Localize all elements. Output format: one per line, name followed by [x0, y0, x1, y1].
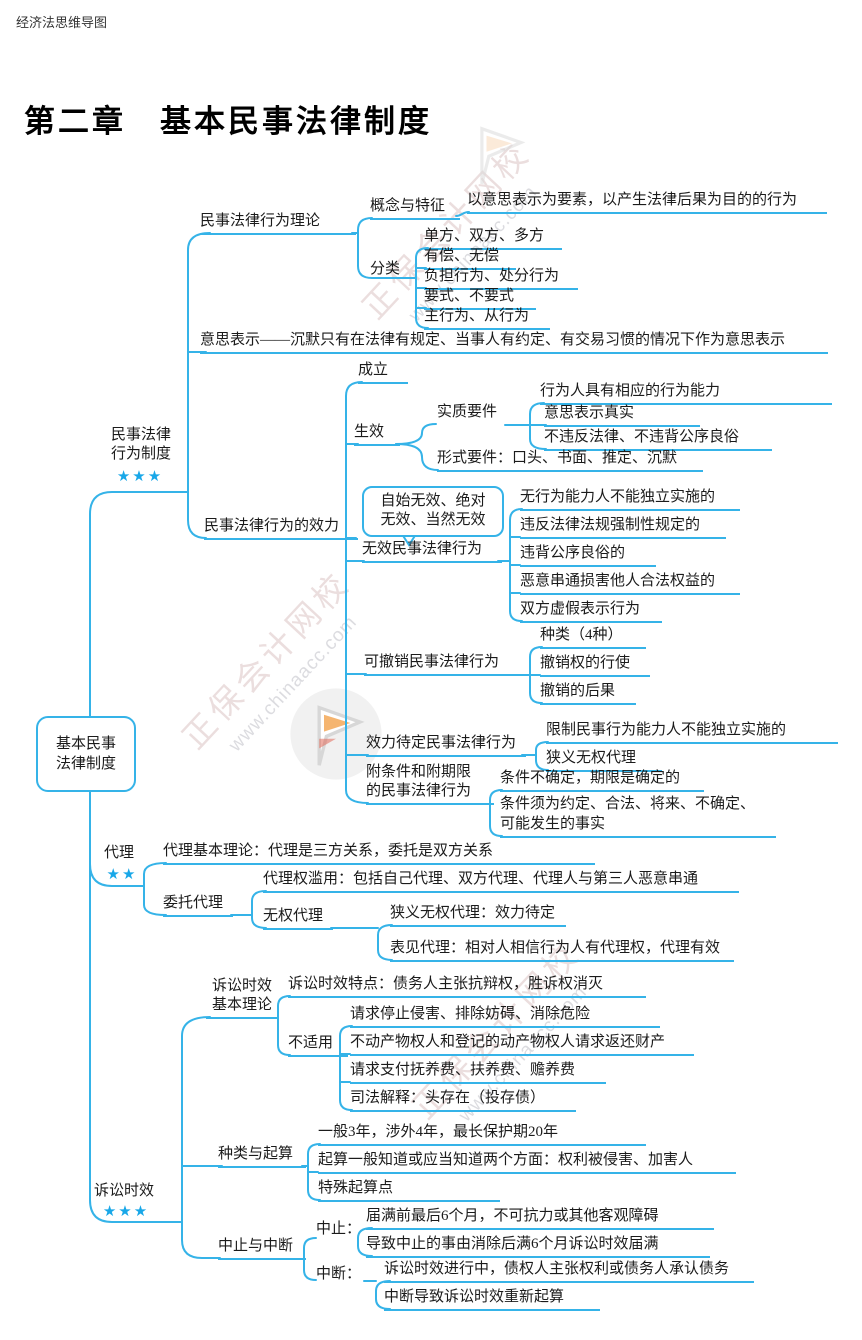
node-agency-basics: 代理基本理论：代理是三方关系，委托是双方关系 [163, 843, 595, 865]
node-na-1: 请求停止侵害、排除妨碍、消除危险 [350, 1006, 660, 1028]
node-narrow-unauthorized: 狭义无权代理：效力待定 [390, 905, 566, 927]
node-interruption-2: 中断导致诉讼时效重新起算 [384, 1289, 600, 1311]
branch-agency: 代理 [104, 845, 135, 861]
node-start-rule: 起算一般知道或应当知道两个方面：权利被侵害、加害人 [318, 1152, 736, 1174]
node-suspension-label: 中止： [316, 1221, 362, 1237]
root-node: 基本民事 法律制度 [36, 716, 136, 792]
branch-civil-act: 民事法律行为制度 [110, 427, 171, 462]
node-agency-abuse: 代理权滥用：包括自己代理、双方代理、代理人与第三人恶意串通 [263, 871, 739, 893]
node-revocation-exercise: 撤销权的行使 [540, 655, 650, 677]
node-apparent-agency: 表见代理：相对人相信行为人有代理权，代理有效 [390, 940, 734, 962]
node-suspension-interruption: 中止与中断 [218, 1238, 306, 1260]
node-revocable-types: 种类（4种） [540, 627, 646, 649]
node-not-applicable: 不适用 [288, 1035, 348, 1057]
node-theory: 民事法律行为理论 [200, 213, 356, 235]
node-pending-2: 狭义无权代理 [546, 750, 662, 772]
node-concept: 概念与特征 [370, 198, 460, 220]
node-revocable-act: 可撤销民事法律行为 [364, 654, 518, 676]
node-na-3: 请求支付抚养费、扶养费、赡养费 [350, 1062, 606, 1084]
node-not-illegal: 不违反法律、不违背公序良俗 [544, 429, 772, 451]
node-classification: 分类 [370, 261, 401, 277]
node-substantive-requirements: 实质要件 [437, 404, 498, 420]
node-cls-unilateral: 单方、双方、多方 [424, 228, 562, 250]
node-limitation-feature: 诉讼时效特点：债务人主张抗辩权，胜诉权消灭 [288, 976, 646, 998]
node-cls-formal: 要式、不要式 [424, 288, 536, 310]
node-conditional-act-line2: 的民事法律行为 [366, 783, 494, 805]
node-interruption-label: 中断： [316, 1266, 362, 1282]
branch-limitation-stars: ★★★ [102, 1204, 150, 1220]
branch-limitation: 诉讼时效 [94, 1183, 155, 1199]
node-limitation-basics-line2: 基本理论 [206, 997, 278, 1019]
node-void-5: 双方虚假表示行为 [520, 601, 662, 623]
node-condition-vs-term: 条件不确定，期限是确定的 [500, 770, 704, 792]
node-suspension-1: 届满前最后6个月，不可抗力或其他客观障碍 [366, 1208, 714, 1230]
node-expression-of-will: 意思表示——沉默只有在法律有规定、当事人有约定、有交易习惯的情况下作为意思表示 [200, 332, 828, 354]
node-establishment: 成立 [358, 362, 408, 384]
node-special-start: 特殊起算点 [318, 1180, 500, 1202]
node-void-act: 无效民事法律行为 [362, 541, 502, 563]
node-conditional-act-line1: 附条件和附期限 [366, 764, 472, 780]
node-concept-detail: 以意思表示为要素，以产生法律后果为目的的行为 [467, 192, 827, 214]
node-na-2: 不动产物权人和登记的动产物权人请求返还财产 [350, 1034, 694, 1056]
page-title: 经济法思维导图 [16, 15, 108, 30]
node-interruption-1: 诉讼时效进行中，债权人主张权利或债务人承认债务 [384, 1261, 754, 1283]
node-cls-burden: 负担行为、处分行为 [424, 268, 578, 290]
node-condition-requirements-line1: 条件须为约定、合法、将来、不确定、 [500, 796, 756, 812]
node-cls-paid: 有偿、无偿 [424, 248, 516, 270]
node-suspension-2: 导致中止的事由消除后满6个月诉讼时效届满 [366, 1236, 710, 1258]
node-void-2: 违反法律法规强制性规定的 [520, 517, 726, 539]
node-revocation-consequence: 撤销的后果 [540, 683, 636, 705]
node-limitation-basics-line1: 诉讼时效 [211, 978, 272, 994]
branch-agency-stars: ★★ [106, 867, 138, 883]
branch-civil-act-stars: ★★★ [116, 469, 164, 485]
node-pending-effect-act: 效力待定民事法律行为 [366, 735, 526, 757]
node-cls-principal: 主行为、从行为 [424, 308, 550, 330]
node-take-effect: 生效 [354, 424, 400, 446]
node-formal-requirements: 形式要件：口头、书面、推定、沉默 [437, 450, 703, 472]
node-condition-requirements-line2: 可能发生的事实 [500, 816, 776, 838]
node-unauthorized-agency: 无权代理 [263, 908, 333, 930]
chapter-title: 第二章 基本民事法律制度 [24, 104, 432, 139]
node-entrusted-agency: 委托代理 [163, 895, 233, 917]
node-void-1: 无行为能力人不能独立实施的 [520, 489, 740, 511]
node-void-4: 恶意串通损害他人合法权益的 [520, 573, 740, 595]
callout-void-nature: 自始无效、绝对无效、当然无效 [362, 486, 504, 537]
node-types-and-start: 种类与起算 [218, 1146, 306, 1168]
node-period-lengths: 一般3年，涉外4年，最长保护期20年 [318, 1124, 646, 1146]
node-na-judicial: 司法解释：头存在（投存债） [350, 1090, 576, 1112]
node-effect: 民事法律行为的效力 [204, 518, 358, 540]
node-true-intent: 意思表示真实 [544, 405, 700, 427]
node-pending-1: 限制民事行为能力人不能独立实施的 [546, 722, 838, 744]
node-void-3: 违背公序良俗的 [520, 545, 656, 567]
node-capacity: 行为人具有相应的行为能力 [540, 383, 832, 405]
